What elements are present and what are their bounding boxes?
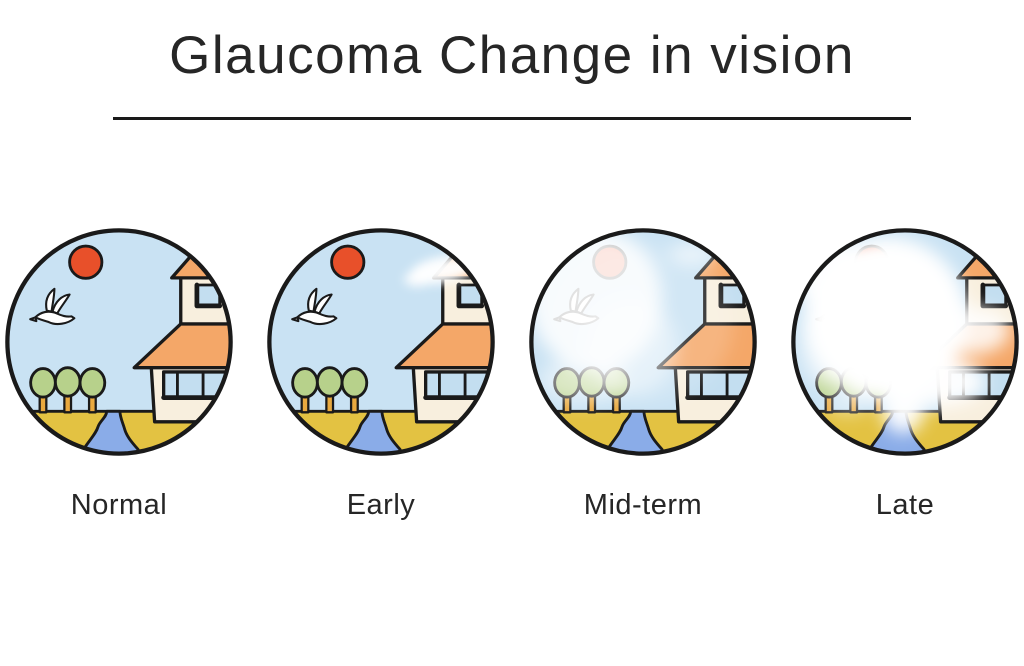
stage-mid-term: Mid-term <box>529 228 757 522</box>
vision-circle-normal <box>5 228 233 456</box>
page-title: Glaucoma Change in vision <box>169 26 855 85</box>
title-underline <box>113 116 911 120</box>
vision-circle-early <box>267 228 495 456</box>
haze-overlay <box>531 230 734 404</box>
stage-label-normal: Normal <box>70 488 168 521</box>
vision-circle-late <box>791 228 1019 456</box>
stage-label-late: Late <box>875 488 935 521</box>
glaucoma-vision-diagram: Glaucoma Change in vision <box>0 26 1024 666</box>
haze-overlay <box>794 236 1010 434</box>
stage-normal: Normal <box>5 228 233 522</box>
stages-row: Normal Early <box>0 228 1024 522</box>
stage-late: Late <box>791 228 1019 522</box>
stage-label-mid-term: Mid-term <box>583 488 703 521</box>
stage-label-early: Early <box>346 488 416 521</box>
vision-circle-mid-term <box>529 228 757 456</box>
stage-early: Early <box>267 228 495 522</box>
